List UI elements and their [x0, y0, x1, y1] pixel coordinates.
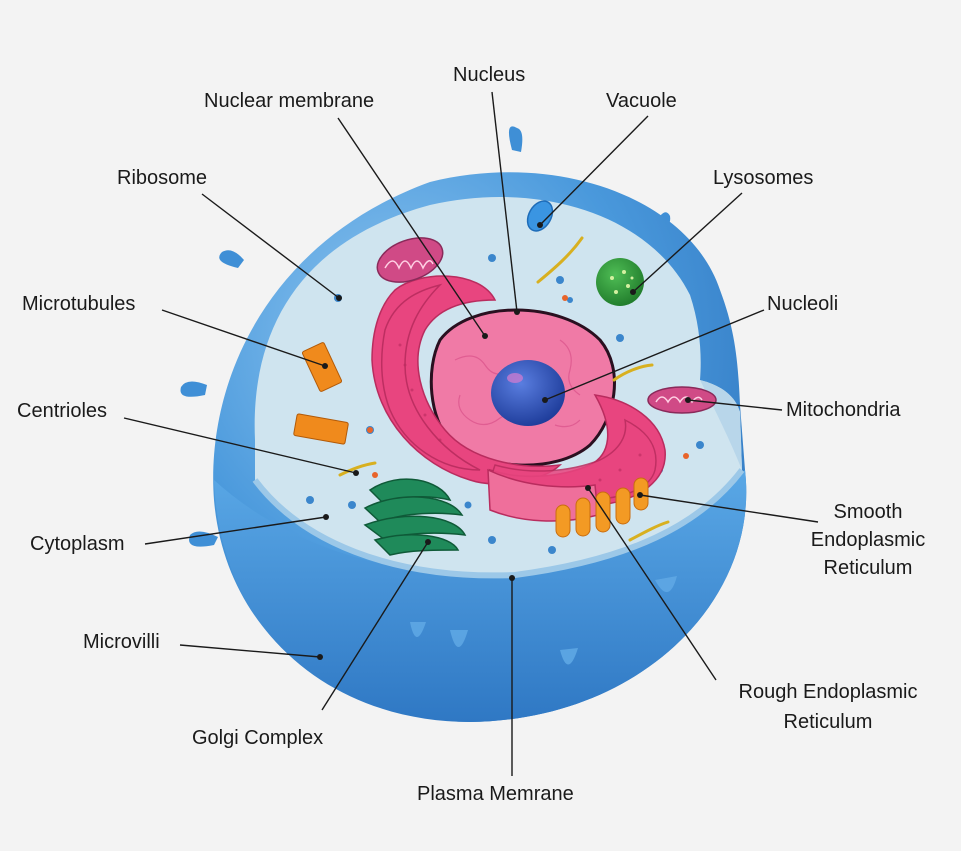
- smooth-er: [555, 477, 649, 538]
- label-microtubules: Microtubules: [22, 293, 136, 315]
- leader-dots: [317, 222, 691, 660]
- leader-lines: [123, 91, 819, 776]
- nucleus: [429, 308, 616, 467]
- label-mitochondria: Mitochondria: [786, 399, 901, 421]
- label-nucleus: Nucleus: [453, 64, 526, 86]
- label-microvilli: Microvilli: [83, 631, 160, 653]
- label-rough-er: Rough Endoplasmic Reticulum: [716, 680, 940, 734]
- label-smooth-er: Smooth Endoplasmic Reticulum: [798, 500, 938, 580]
- golgi-complex: [363, 478, 467, 556]
- label-smooth-er-line1: Smooth: [833, 501, 903, 523]
- label-centrioles: Centrioles: [17, 400, 108, 422]
- label-golgi-complex: Golgi Complex: [192, 727, 324, 749]
- label-smooth-er-line3: Reticulum: [823, 557, 913, 579]
- vacuole: [526, 200, 554, 232]
- label-ribosome: Ribosome: [117, 167, 208, 189]
- label-lysosomes: Lysosomes: [713, 167, 814, 189]
- lysosome: [596, 258, 644, 306]
- label-nuclear-membrane: Nuclear membrane: [204, 90, 375, 112]
- label-cytoplasm: Cytoplasm: [30, 533, 125, 555]
- label-smooth-er-line2: Endoplasmic: [810, 529, 926, 551]
- rough-er: [371, 275, 666, 506]
- label-nucleoli: Nucleoli: [767, 293, 839, 315]
- label-rough-er-line2: Reticulum: [783, 711, 873, 733]
- nucleolus: [491, 360, 565, 426]
- label-vacuole: Vacuole: [606, 90, 677, 112]
- centrioles-microtubules: [293, 236, 670, 542]
- label-plasma-membrane: Plasma Memrane: [417, 783, 574, 805]
- label-rough-er-line1: Rough Endoplasmic: [738, 681, 918, 703]
